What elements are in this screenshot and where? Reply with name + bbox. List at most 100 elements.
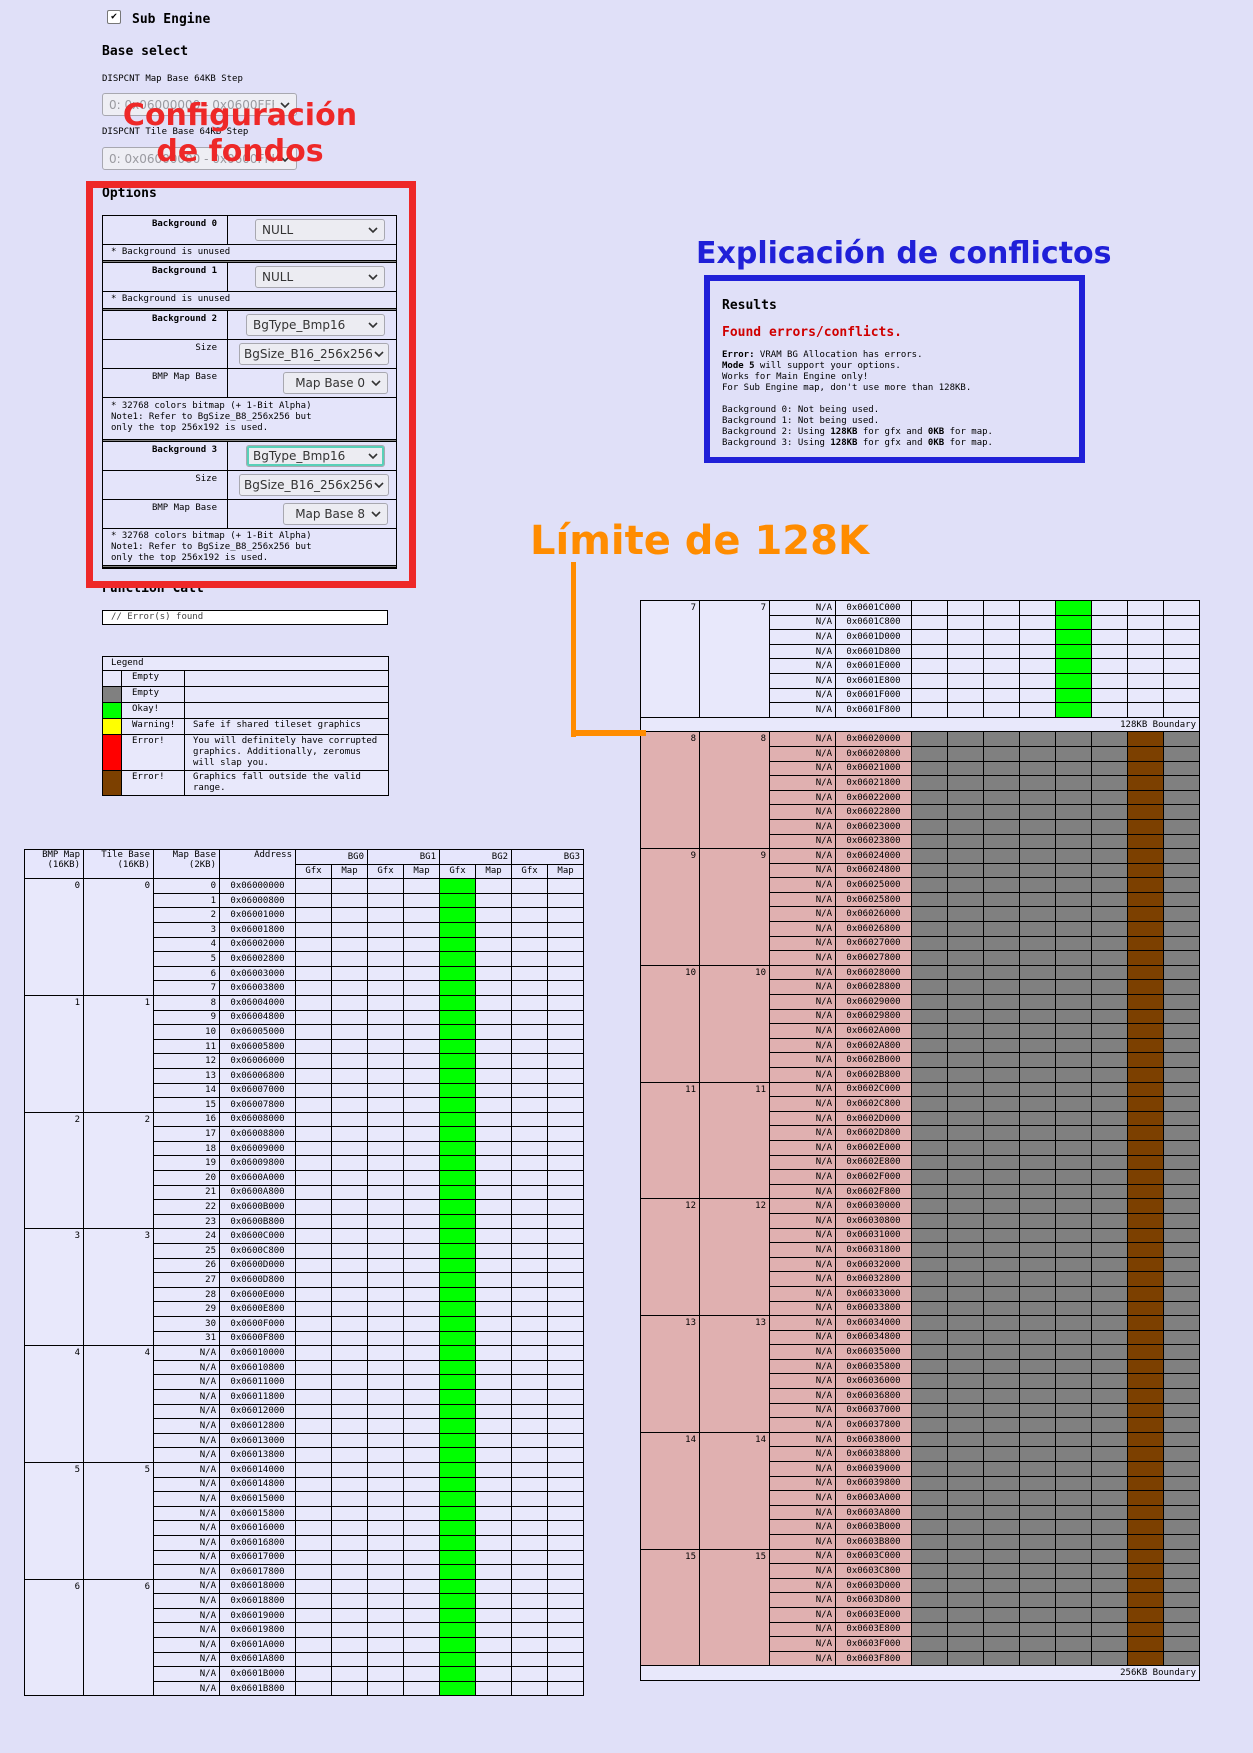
legend-label: Empty — [122, 687, 185, 702]
slot-cell — [911, 979, 948, 996]
slot-cell — [1091, 1023, 1128, 1039]
bg2-gfx-cell — [439, 1286, 477, 1303]
map-base-cell: N/A — [153, 1432, 220, 1449]
address-cell: 0x06024000 — [835, 848, 912, 864]
map-base-cell: N/A — [769, 804, 836, 820]
slot-cell — [1091, 906, 1128, 923]
slot-cell — [547, 1170, 585, 1186]
map-base-cell: 24 — [153, 1228, 220, 1245]
map-base-cell: N/A — [769, 1139, 836, 1156]
bg2-map-select[interactable]: Map Base 0 — [283, 372, 388, 394]
tile-base-cell: 8 — [699, 731, 770, 850]
slot-cell — [1019, 1606, 1056, 1623]
bg1-type-select[interactable]: NULL — [255, 266, 385, 288]
slot-cell — [947, 848, 984, 864]
address-cell: 0x06023800 — [835, 833, 912, 850]
bg0-type-select[interactable]: NULL — [255, 219, 385, 241]
slot-cell — [1055, 891, 1092, 908]
slot-cell — [1163, 614, 1200, 631]
map-base-select[interactable]: 0: 0x06000000 - 0x0600FFFF — [102, 93, 297, 116]
bg3-type-select[interactable]: BgType_Bmp16 — [246, 445, 385, 467]
map-base-cell: N/A — [153, 1359, 220, 1376]
slot-cell — [1091, 1037, 1128, 1054]
slot-cell — [403, 1126, 441, 1142]
address-cell: 0x0603B800 — [835, 1534, 912, 1550]
slot-cell — [911, 1431, 948, 1448]
slot-cell — [295, 1024, 332, 1040]
slot-cell — [911, 614, 948, 631]
slot-cell — [547, 1447, 585, 1463]
slot-cell — [1127, 658, 1164, 674]
map-base-cell: 1 — [153, 892, 220, 909]
slot-cell — [1019, 1621, 1056, 1638]
slot-cell — [295, 878, 332, 894]
slot-cell — [983, 672, 1020, 689]
bg3-map-select[interactable]: Map Base 8 — [283, 503, 388, 525]
slot-cell — [547, 1374, 585, 1390]
slot-cell — [1091, 1067, 1128, 1083]
slot-cell — [1019, 1154, 1056, 1171]
slot-cell — [1019, 1446, 1056, 1463]
sub-engine-checkbox[interactable]: ✔ — [107, 10, 121, 24]
slot-cell — [983, 1431, 1020, 1448]
slot-cell — [295, 1301, 332, 1317]
address-cell: 0x06003800 — [219, 980, 296, 996]
map-base-cell: N/A — [769, 1081, 836, 1098]
slot-cell — [911, 994, 948, 1010]
slot-cell — [947, 1577, 984, 1594]
bg2-size-select[interactable]: BgSize_B16_256x256 — [239, 343, 389, 365]
address-cell: 0x0603A000 — [835, 1490, 912, 1506]
bg-header: BG3 — [511, 849, 585, 865]
slot-cell — [1055, 1037, 1092, 1054]
bg3-gfx-cell — [1127, 1534, 1164, 1550]
table-header-row: BMP Map (16KB)Tile Base (16KB)Map Base (… — [24, 848, 585, 880]
slot-cell — [1091, 1300, 1128, 1317]
tile-base-select[interactable]: 0: 0x06000000 - 0x0600FFFF — [102, 147, 297, 170]
address-cell: 0x06028000 — [835, 964, 912, 981]
slot-cell — [367, 1213, 405, 1230]
limit-arrow-vertical — [571, 562, 576, 737]
bg3-size-select[interactable]: BgSize_B16_256x256 — [239, 474, 389, 496]
slot-cell — [1091, 1271, 1128, 1287]
function-call-output[interactable]: // Error(s) found — [102, 610, 388, 625]
slot-cell — [1019, 629, 1056, 645]
map-base-cell: N/A — [769, 1008, 836, 1025]
slot-cell — [1019, 1271, 1056, 1287]
legend-swatch — [103, 687, 122, 702]
slot-cell — [1091, 862, 1128, 879]
map-base-cell: N/A — [153, 1345, 220, 1361]
slot-cell — [911, 1344, 948, 1360]
bg2-gfx-cell — [439, 892, 477, 909]
slot-cell — [403, 1359, 441, 1376]
slot-cell — [1055, 1431, 1092, 1448]
slot-cell — [1163, 1037, 1200, 1054]
address-cell: 0x0601A000 — [219, 1637, 296, 1653]
slot-cell — [1163, 672, 1200, 689]
slot-cell — [367, 1418, 405, 1434]
legend-swatch — [103, 719, 122, 734]
slot-cell — [547, 892, 585, 909]
slot-cell — [511, 1199, 549, 1215]
slot-cell — [330, 1476, 369, 1493]
slot-cell — [1019, 921, 1056, 937]
slot-cell — [947, 1125, 984, 1141]
slot-cell — [1163, 775, 1200, 791]
bg2-type-select[interactable]: BgType_Bmp16 — [246, 314, 385, 336]
slot-cell — [295, 1505, 332, 1522]
slot-cell — [947, 702, 984, 718]
slot-cell — [295, 1403, 332, 1420]
map-base-cell: N/A — [769, 789, 836, 806]
address-cell: 0x06034000 — [835, 1315, 912, 1331]
bg3-gfx-cell — [1127, 1636, 1164, 1652]
slot-cell — [330, 1403, 369, 1420]
slot-cell — [1091, 1388, 1128, 1404]
map-base-cell: N/A — [153, 1622, 220, 1639]
map-base-cell: N/A — [153, 1564, 220, 1580]
slot-cell — [511, 1184, 549, 1201]
slot-cell — [367, 994, 405, 1011]
